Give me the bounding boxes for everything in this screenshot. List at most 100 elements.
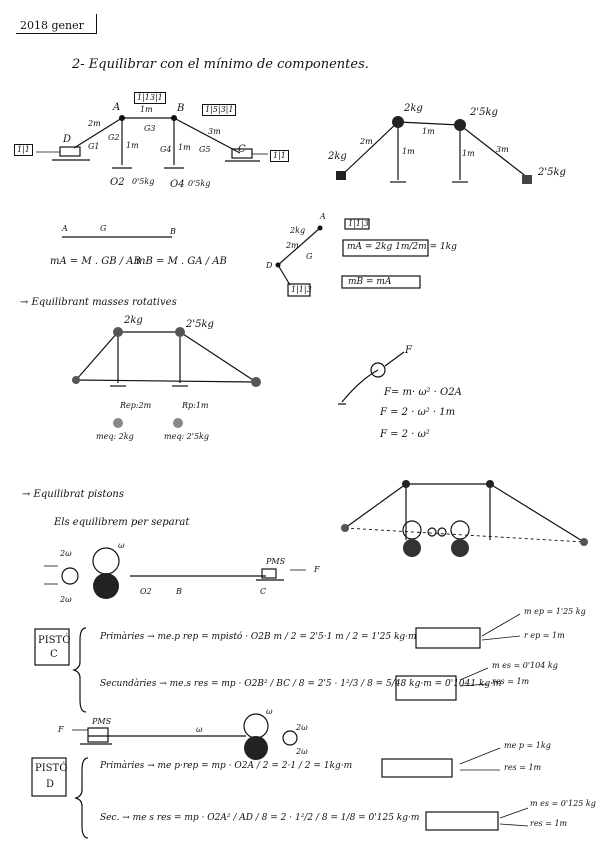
fig1-m1b: 1m [126, 141, 139, 150]
fig2-l3: 3m [496, 145, 509, 154]
fig1-m1c: 1m [178, 143, 191, 152]
pistoD-prim-r1: me p = 1kg [504, 741, 551, 750]
fig3-eq2: mB = mA [348, 277, 392, 287]
pistoD-secondaries: Sec. → me s res = mp · O2A² / AD / 8 = 2… [100, 813, 420, 823]
pistoD-label1: PISTÓ [35, 763, 68, 774]
force-l3: F = 2 · ω² [380, 429, 430, 440]
fig2-l1c: 1m [462, 149, 475, 158]
fig1-tag-D: 1|1 [14, 144, 33, 156]
fig2-l2: 2m [360, 137, 373, 146]
force-sketch [338, 351, 405, 405]
fig2-m25r: 2'5kg [538, 167, 566, 178]
force-l1: F= m· ω² · O2A [384, 387, 462, 398]
fig1-m1: 1m [140, 105, 153, 114]
eq1-G: G [100, 224, 107, 233]
eq1-mb: mB = M . GA / AB [136, 256, 227, 267]
section1-title: → Equilibrant masses rotatives [20, 297, 177, 308]
problem-title: 2- Equilibrar con el mínimo de component… [72, 57, 369, 72]
fig1-A: A [113, 102, 121, 113]
force-l2: F = 2 · ω² · 1m [380, 407, 456, 418]
pistoC-prim-r2: r ep = 1m [524, 631, 565, 640]
pistoD-primaries: Primàries → me p·rep = mp · O2A / 2 = 2·… [100, 761, 353, 771]
eq1-ma: mA = M . GB / AB [50, 256, 141, 267]
fig6-PMS: PMS [92, 717, 112, 726]
fig3-crank [275, 218, 429, 297]
pistoC-sec-r1: m es = 0'104 kg [492, 661, 558, 670]
fig3-m2: 2m [286, 241, 299, 250]
section2-subtitle: Els equilibrem per separat [54, 517, 190, 528]
fig6-piston [72, 713, 298, 760]
fig5-2w-a: 2ω [60, 549, 72, 558]
eq1-A: A [62, 224, 68, 233]
fig5-w: ω [118, 541, 125, 550]
fig2-m2l: 2kg [328, 151, 347, 162]
fig5-2w-b: 2ω [60, 595, 72, 604]
fig6-F: F [58, 725, 64, 734]
fig3-m: 2kg [290, 226, 306, 235]
fig5-pistons [44, 547, 306, 599]
fig1-O2: O2 [110, 177, 125, 188]
section2-title: → Equilibrat pistons [22, 489, 124, 500]
fig1-m2: 2m [88, 119, 101, 128]
fig4-m1: 2kg [124, 315, 143, 326]
force-F: F [405, 345, 412, 356]
pistoD-prim-r2: res = 1m [504, 763, 542, 772]
fig1-m3: 3m [208, 127, 221, 136]
fig6-w: ω [196, 725, 203, 734]
date-box [16, 14, 97, 34]
fig2-l1b: 1m [402, 147, 415, 156]
fig1-C: C [238, 144, 246, 155]
fig3-A: A [320, 212, 326, 221]
fig1-tag-B: 1|5|3|1 [202, 104, 237, 116]
fig3-tag: 1|1|3 [348, 219, 369, 228]
pistoD-sketch [31, 747, 529, 839]
fig2-m25: 2'5kg [470, 107, 498, 118]
fig1-D: D [63, 134, 72, 145]
fig3-D: D [266, 261, 273, 270]
fig3-tag2: 1|1|3 [291, 285, 312, 294]
fig7-linkage [341, 480, 588, 557]
fig1-G5: G5 [199, 145, 211, 154]
fig6-w2: ω [266, 707, 273, 716]
pistoC-prim-r1: m ep = 1'25 kg [524, 607, 586, 616]
fig4-meq2: meq: 2'5kg [164, 432, 210, 441]
fig4-rep2: Rp:1m [182, 401, 209, 410]
fig1-G3: G3 [144, 124, 156, 133]
fig1-G4: G4 [160, 145, 172, 154]
fig2-masses [336, 116, 532, 184]
pistoD-label2: D [46, 779, 55, 790]
fig4-rep1: Rep:2m [120, 401, 152, 410]
fig6-w4: 2ω [296, 747, 308, 756]
eq1-B: B [170, 227, 176, 236]
fig5-B: B [176, 587, 182, 596]
fig1-G2: G2 [108, 133, 120, 142]
fig1-tag-C: 1|1 [270, 150, 289, 162]
pistoD-sec-r2: res = 1m [530, 819, 568, 828]
fig5-O: O2 [140, 587, 152, 596]
fig2-l1: 1m [422, 127, 435, 136]
fig5-C: C [260, 587, 267, 596]
pistoC-label1: PISTÓ [38, 635, 71, 646]
date-label: 2018 gener [20, 19, 84, 32]
fig1-m-o4: 0'5kg [188, 179, 211, 188]
pistoD-sec-r1: m es = 0'125 kg [530, 799, 596, 808]
pistoC-sketch [34, 613, 521, 713]
fig1-m-o2: 0'5kg [132, 177, 155, 186]
fig3-eq: mA = 2kg 1m/2m = 1kg [347, 242, 457, 252]
fig1-tag-A: 1|13|1 [134, 92, 166, 104]
fig5-F: F [314, 565, 320, 574]
fig4-rotating [72, 327, 261, 428]
fig1-G1: G1 [88, 142, 100, 151]
pistoC-sec-r2: res = 1m [492, 677, 530, 686]
fig5-PMS: PMS [266, 557, 286, 566]
pistoC-label2: C [50, 649, 58, 660]
fig1-O4: O4 [170, 179, 185, 190]
fig1-mechanism [36, 115, 268, 169]
pistoC-secondaries: Secundàries → me.s res = mp · O2B² / BC … [100, 679, 502, 689]
fig2-m2: 2kg [404, 103, 423, 114]
fig6-w3: 2ω [296, 723, 308, 732]
fig4-meq1: meq: 2kg [96, 432, 134, 441]
fig1-B: B [177, 103, 185, 114]
fig3-G: G [306, 252, 313, 261]
